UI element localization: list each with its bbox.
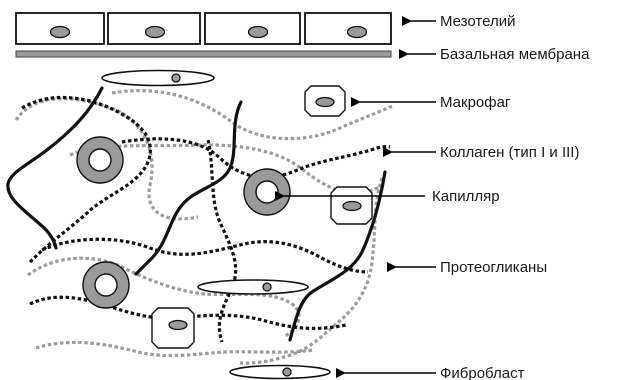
mesothelial-cell xyxy=(304,12,392,45)
mesothelial-cell xyxy=(204,12,301,45)
basement-membrane xyxy=(15,50,392,58)
fibroblast xyxy=(197,279,309,295)
capillary xyxy=(76,136,124,184)
macrophage xyxy=(330,186,373,225)
mesothelial-cell xyxy=(15,12,105,45)
macrophage xyxy=(151,307,195,349)
label-fibroblast: Фибробласт xyxy=(440,365,525,380)
mesothelium-layer xyxy=(15,12,392,45)
mesothelial-cell xyxy=(107,12,201,45)
macrophage xyxy=(304,85,346,117)
capillary xyxy=(82,261,130,309)
label-proteoglycans: Протеогликаны xyxy=(440,259,547,276)
fibroblast xyxy=(101,69,215,87)
labels: Мезотелий Базальная мембрана Макрофаг Ко… xyxy=(432,13,590,380)
label-arrows xyxy=(275,16,436,378)
fibroblast xyxy=(229,364,331,380)
capillary xyxy=(243,168,291,216)
label-macrophage: Макрофаг xyxy=(440,94,511,111)
label-collagen: Коллаген (тип I и III) xyxy=(440,144,579,161)
collagen-fibers-grey xyxy=(14,89,393,365)
label-capillary: Капилляр xyxy=(432,188,500,205)
proteoglycans xyxy=(6,86,387,342)
collagen-fibers-black xyxy=(21,95,391,343)
label-mesothelium: Мезотелий xyxy=(440,13,515,30)
label-basement-membrane: Базальная мембрана xyxy=(440,46,590,63)
